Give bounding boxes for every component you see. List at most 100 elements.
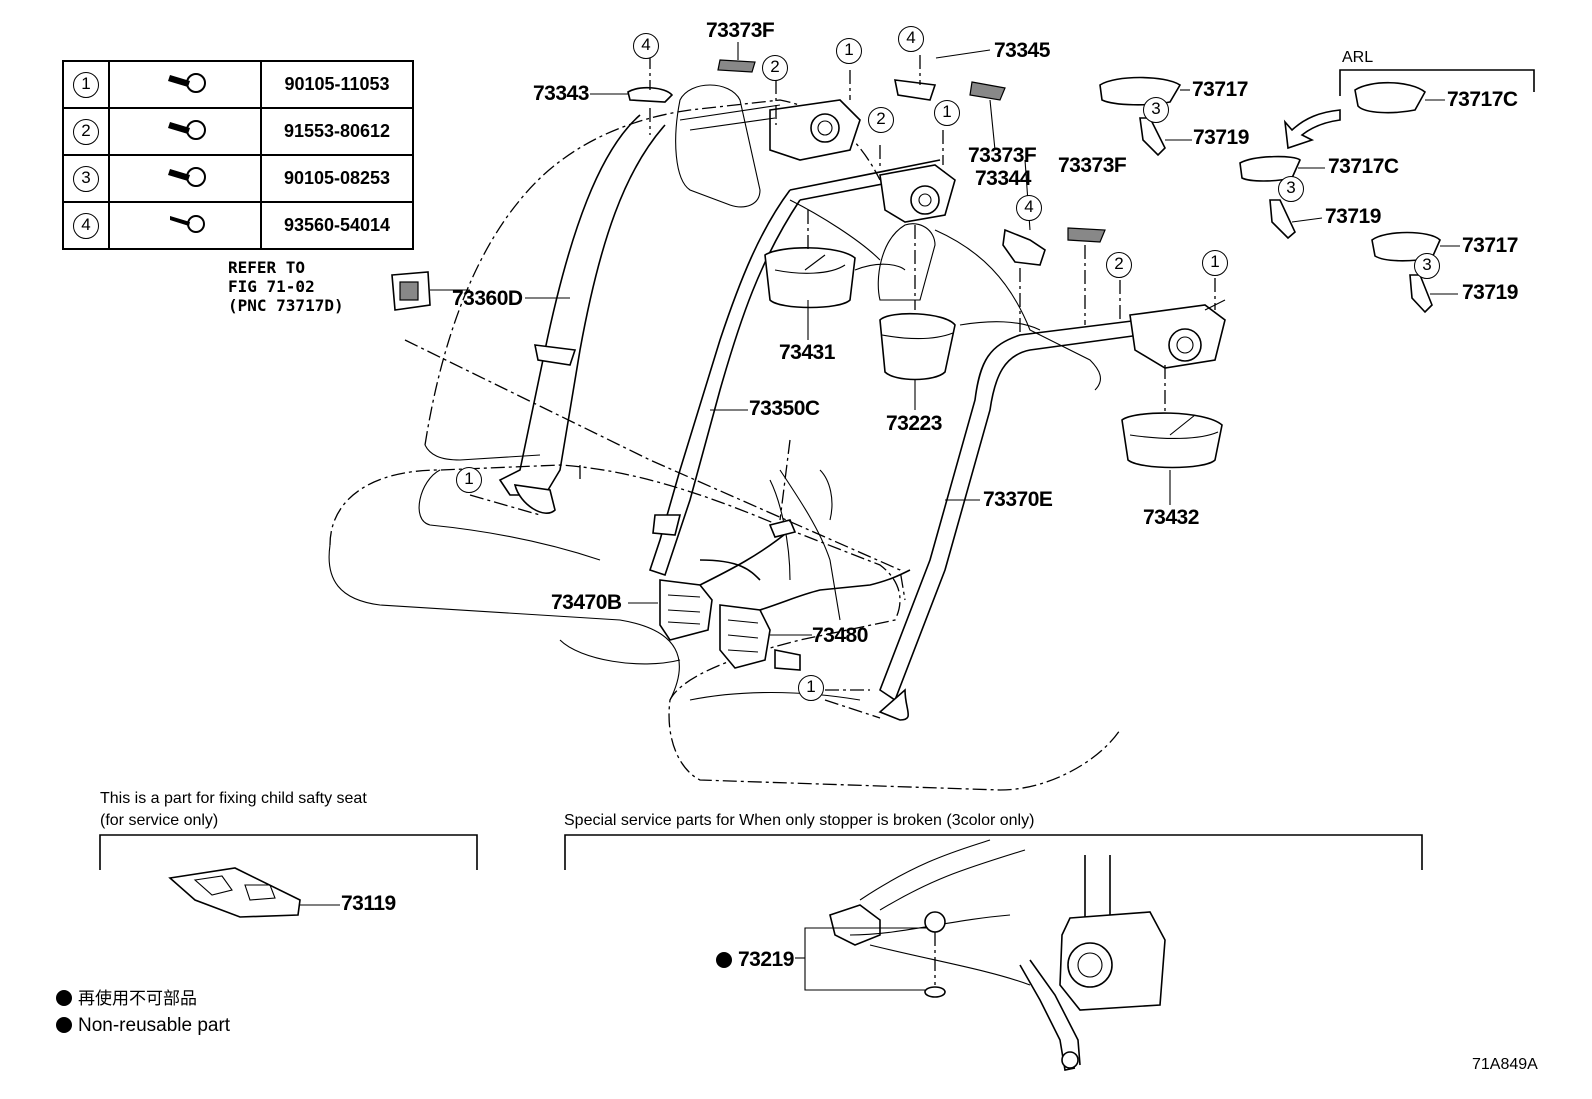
filled-dot-icon (56, 990, 72, 1006)
part-73119 (168, 867, 301, 918)
callout-4: 4 (898, 26, 924, 52)
label-73719-b: 73719 (1325, 205, 1381, 228)
fastener-table: 1 90105-11053 2 91553-80612 3 90105-0825… (62, 60, 414, 250)
retractor-left (679, 99, 861, 161)
label-73719-a: 73719 (1193, 126, 1249, 149)
retractor-right (1129, 299, 1226, 369)
buckle-73470B (659, 579, 713, 641)
tapping-screw-icon (170, 215, 205, 233)
part-number: 91553-80612 (260, 107, 414, 156)
part-73717-a (1099, 76, 1182, 106)
callout-3: 3 (1278, 176, 1304, 202)
part-73343 (627, 86, 674, 103)
refer-note-line-1: REFER TO (228, 258, 306, 277)
seat-cushion-front (328, 544, 680, 701)
part-number: 90105-11053 (260, 60, 414, 109)
refer-note-line-2: FIG 71-02 (228, 277, 315, 296)
part-73345-trim (893, 79, 937, 101)
label-73373F-b: 73373F (968, 144, 1037, 167)
child-seat-note-line-1: This is a part for fixing child safty se… (100, 790, 367, 807)
flange-bolt-icon (168, 120, 206, 140)
headrest-center (877, 223, 936, 301)
label-73119: 73119 (341, 892, 396, 915)
headrest-left (675, 84, 761, 208)
cover-73223 (879, 312, 956, 381)
label-73223: 73223 (886, 412, 942, 435)
cover-73432 (1121, 412, 1223, 469)
table-row: 1 90105-11053 (62, 60, 414, 109)
callout-2: 2 (1106, 252, 1132, 278)
filled-dot-icon (56, 1017, 72, 1033)
label-73373F-c: 73373F (1058, 154, 1127, 177)
label-73360D: 73360D (452, 287, 523, 310)
callout-3: 3 (1414, 253, 1440, 279)
callout-4: 4 (73, 212, 99, 239)
cover-73431 (764, 247, 856, 309)
seat-cushion-outline (329, 464, 1121, 791)
stopper-bottom (924, 986, 946, 998)
table-row: 3 90105-08253 (62, 154, 414, 203)
label-73350C: 73350C (749, 397, 820, 420)
callout-1: 1 (934, 100, 960, 126)
part-73344 (1002, 228, 1046, 266)
callout-3: 3 (1143, 97, 1169, 123)
label-73717-b: 73717 (1462, 234, 1518, 257)
legend-text: Non-reusable part (78, 1015, 231, 1036)
non-reusable-dot-icon (716, 952, 732, 968)
callout-2: 2 (73, 118, 99, 145)
figure-code: 71A849A (1472, 1056, 1538, 1073)
retractor-detail (1019, 855, 1166, 1071)
arl-label: ARL (1342, 49, 1374, 66)
label-73219-text: 73219 (738, 948, 794, 971)
flange-bolt-icon (168, 167, 206, 187)
callout-3: 3 (73, 165, 99, 192)
callout-4: 4 (1016, 195, 1042, 221)
part-73717C-a (1354, 81, 1427, 114)
part-73373F-b (969, 81, 1006, 101)
part-73717C-b (1239, 155, 1301, 182)
label-73717-a: 73717 (1192, 78, 1248, 101)
arl-arrow (1283, 109, 1341, 150)
label-73470B: 73470B (551, 591, 622, 614)
label-73480: 73480 (812, 624, 868, 647)
callout-1: 1 (1202, 250, 1228, 276)
label-73344: 73344 (975, 167, 1031, 190)
special-service-note: Special service parts for When only stop… (564, 812, 1035, 829)
callout-4: 4 (633, 33, 659, 59)
callout-2: 2 (868, 107, 894, 133)
flange-bolt-icon (168, 73, 206, 93)
label-73343: 73343 (533, 82, 589, 105)
belt-73360D (498, 114, 666, 496)
part-73373F-a (717, 59, 756, 73)
callout-1: 1 (836, 38, 862, 64)
callout-1: 1 (456, 467, 482, 493)
refer-note-line-3: (PNC 73717D) (228, 296, 344, 315)
label-73373F-a: 73373F (706, 19, 775, 42)
belt-73350C (648, 189, 801, 577)
table-row: 4 93560-54014 (62, 201, 414, 250)
legend-item-jp: 再使用不可部品 (56, 990, 197, 1007)
label-73345: 73345 (994, 39, 1050, 62)
label-73432: 73432 (1143, 506, 1199, 529)
label-73370E: 73370E (983, 488, 1053, 511)
label-73719-c: 73719 (1462, 281, 1518, 304)
callout-2: 2 (762, 55, 788, 81)
label-73431: 73431 (779, 341, 835, 364)
legend-text: 再使用不可部品 (78, 989, 197, 1008)
part-number: 93560-54014 (260, 201, 414, 250)
stopper-top (924, 911, 946, 933)
table-row: 2 91553-80612 (62, 107, 414, 156)
child-seat-note-line-2: (for service only) (100, 812, 219, 829)
part-73373F-c (1067, 227, 1106, 243)
label-73717C-b: 73717C (1328, 155, 1399, 178)
callout-1: 1 (73, 71, 99, 98)
label-73219: 73219 (716, 949, 794, 970)
buckle-73480 (719, 604, 801, 671)
belt-73370E (879, 319, 1141, 702)
callout-1: 1 (798, 675, 824, 701)
label-73717C-a: 73717C (1447, 88, 1518, 111)
retractor-center (879, 164, 956, 223)
legend-item-en: Non-reusable part (56, 1016, 230, 1035)
